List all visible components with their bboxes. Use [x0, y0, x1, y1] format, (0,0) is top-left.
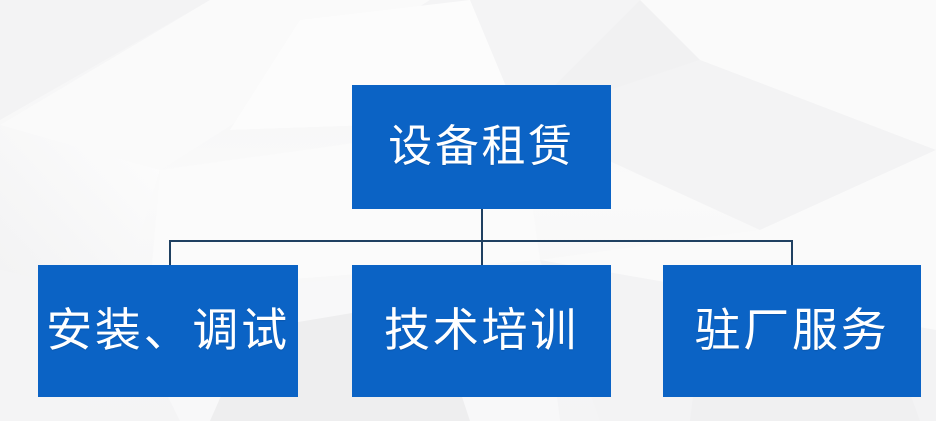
connector-root-stem: [481, 209, 483, 242]
connector-branch-middle: [481, 240, 483, 266]
node-equipment-rental[interactable]: 设备租赁: [352, 85, 611, 209]
node-technical-training[interactable]: 技术培训: [352, 265, 611, 397]
connector-branch-right: [791, 240, 793, 266]
node-equipment-rental-label: 设备租赁: [388, 122, 575, 171]
node-technical-training-label: 技术培训: [383, 305, 580, 356]
node-onsite-factory-service[interactable]: 驻厂服务: [663, 265, 921, 397]
connector-branch-left: [169, 240, 171, 266]
node-installation-debugging-label: 安装、调试: [46, 305, 290, 356]
node-installation-debugging[interactable]: 安装、调试: [38, 265, 298, 397]
node-onsite-factory-service-label: 驻厂服务: [694, 305, 890, 356]
